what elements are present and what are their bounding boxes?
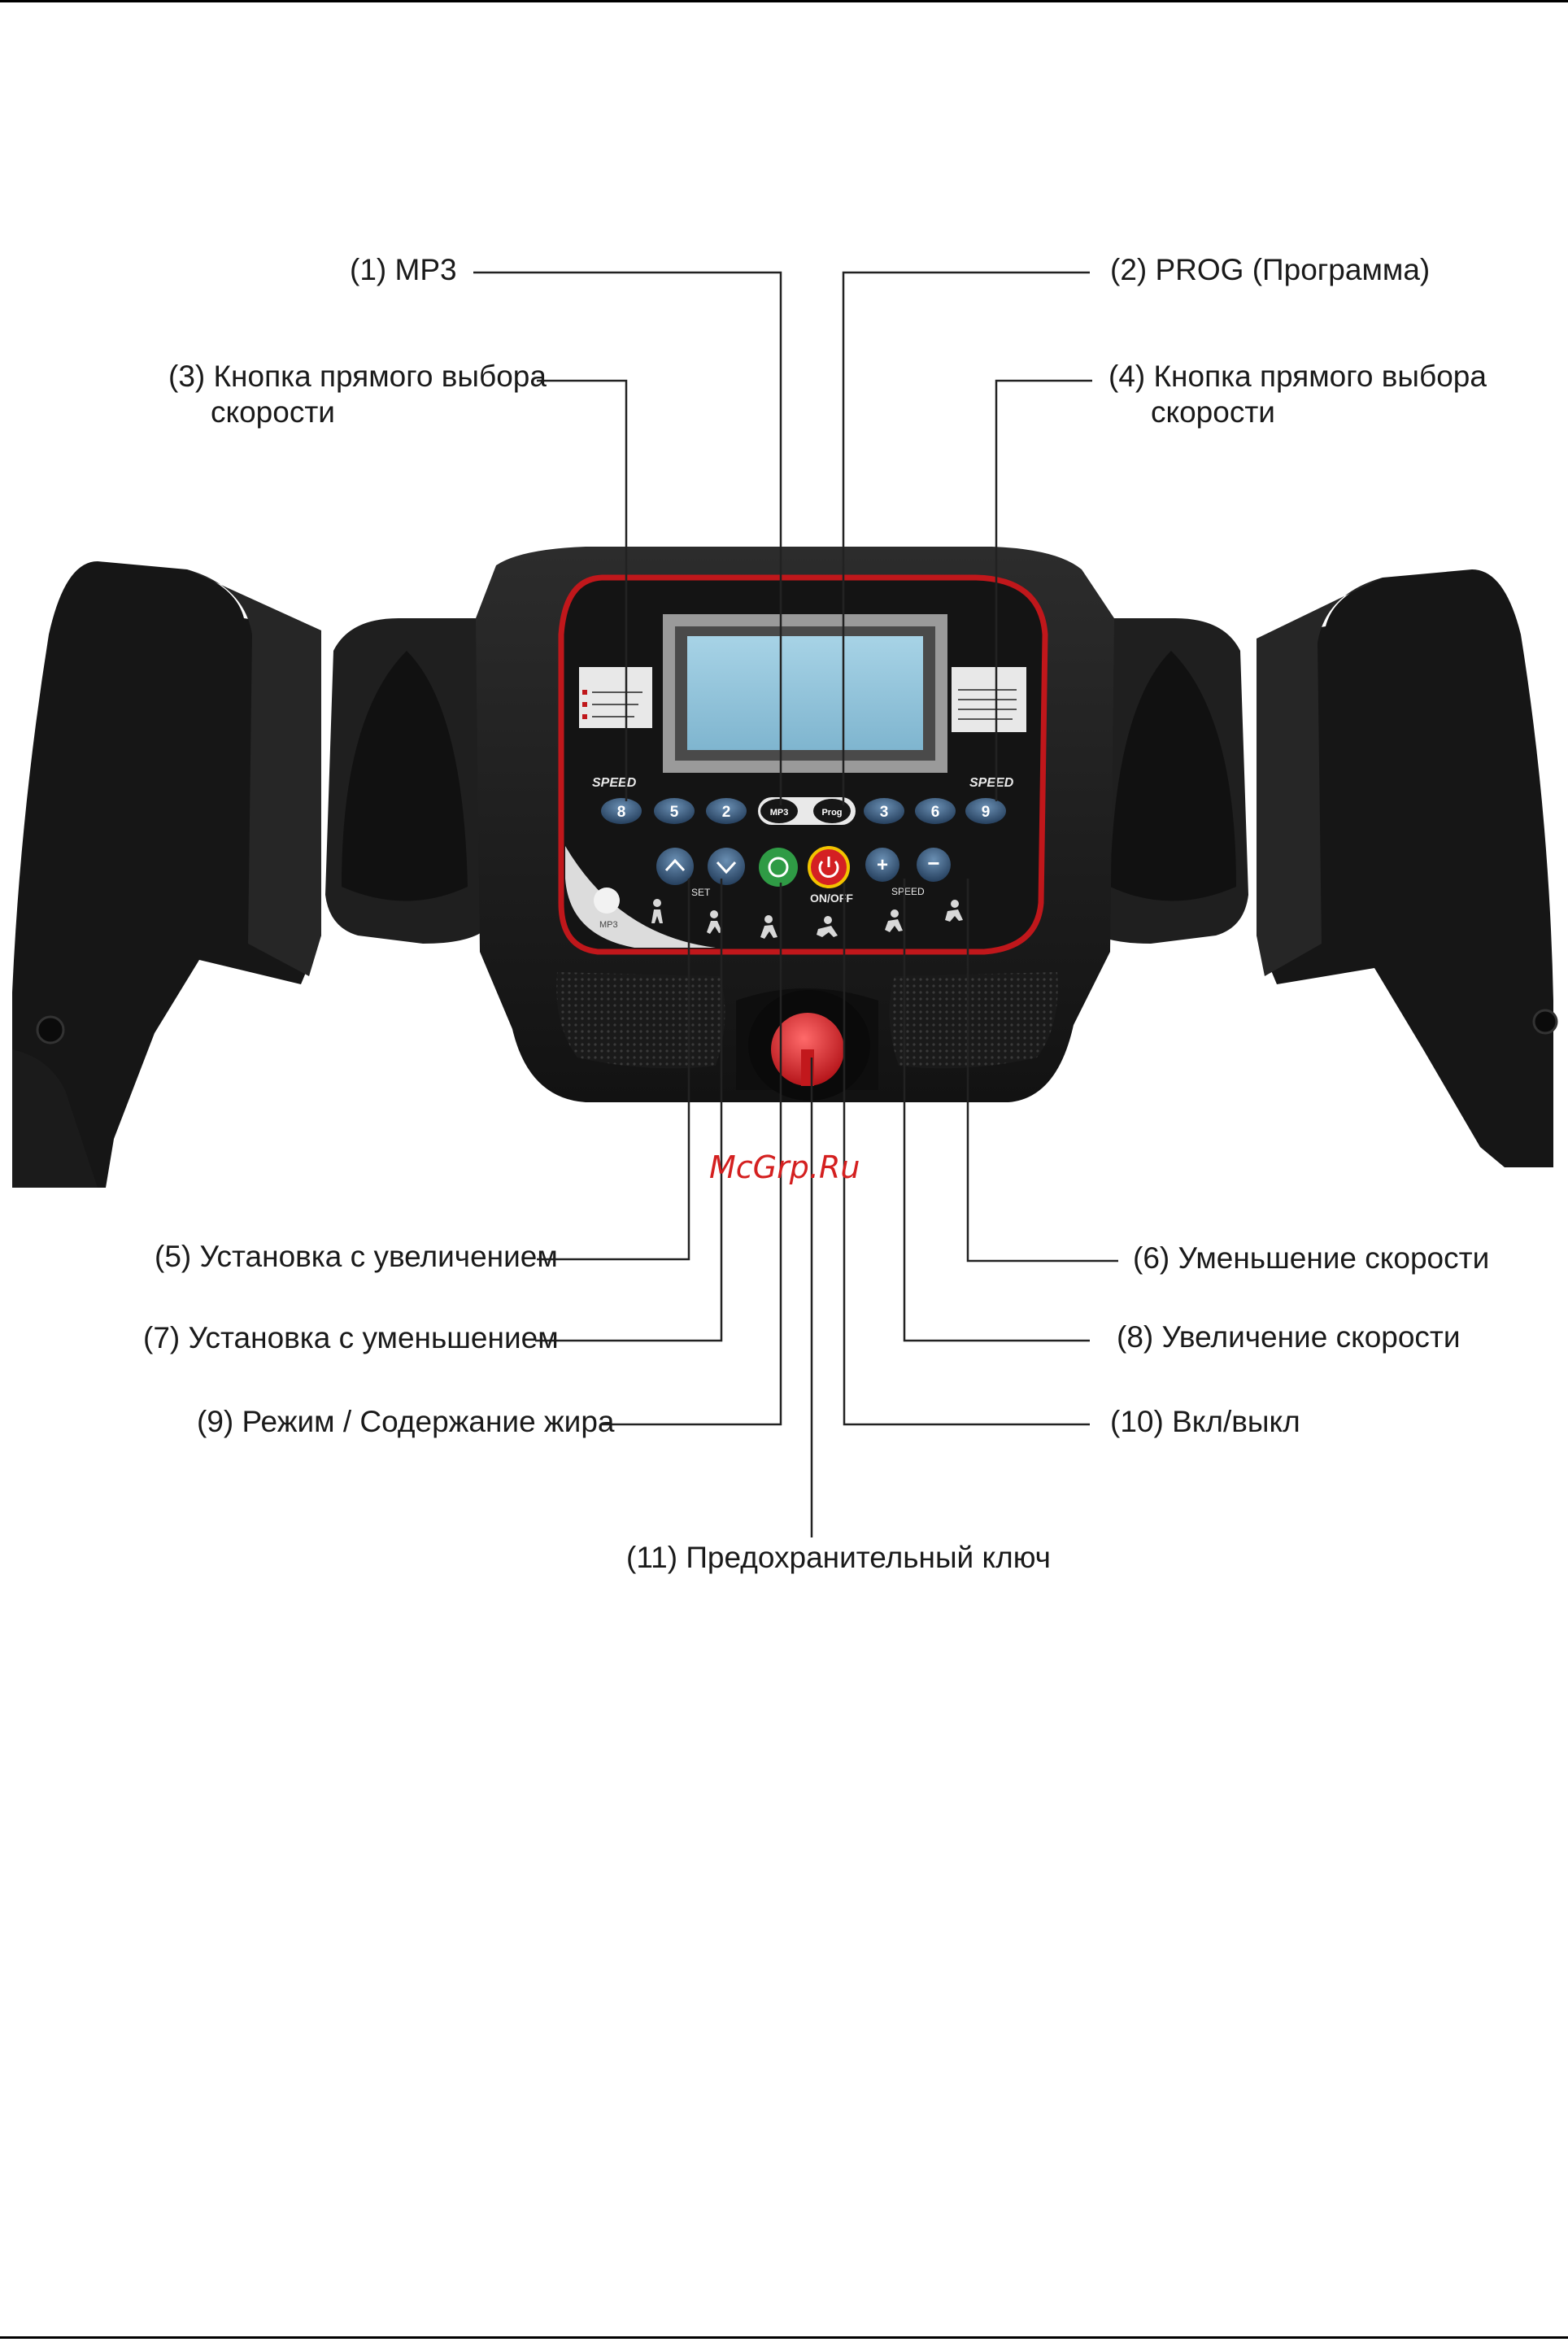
jogger-icon (710, 910, 718, 918)
sprinter-icon (824, 916, 832, 924)
mode-icon (768, 857, 789, 878)
quick-speed-keys-right[interactable]: 3 6 9 (864, 798, 1006, 824)
speed-minus-button[interactable] (917, 848, 951, 882)
leader-line-7 (535, 879, 723, 1342)
leader-line-8 (903, 879, 1090, 1342)
onoff-label: ON/OFF (810, 892, 853, 905)
mp3-prog-keys: MP3 Prog (758, 797, 856, 825)
power-icon (818, 860, 839, 878)
speed-label-left: SPEED (592, 776, 637, 790)
callout-3-line2: скорости (211, 395, 335, 430)
speed-small-label: SPEED (891, 886, 925, 897)
speed-key-3-label: 3 (880, 804, 889, 821)
quick-speed-keys-left[interactable]: 8 5 2 (601, 798, 747, 824)
plus-icon: + (877, 854, 888, 876)
right-handlebar (1081, 569, 1558, 1167)
callout-11-safety-key: (11) Предохранительный ключ (626, 1541, 1051, 1574)
chevron-down-icon (716, 861, 737, 874)
speed-key-3[interactable] (864, 798, 904, 824)
leader-line-1 (473, 271, 782, 805)
mp3-button-label: MP3 (770, 808, 789, 818)
prog-button[interactable] (813, 799, 851, 823)
speed-key-5[interactable] (654, 798, 695, 824)
leader-line-2 (842, 271, 1090, 805)
callout-10-on-off: (10) Вкл/выкл (1110, 1405, 1300, 1438)
watermark: McGrp.Ru (709, 1149, 860, 1185)
program-icons (651, 899, 963, 939)
speed-plus-button[interactable] (865, 848, 899, 882)
speed-key-6[interactable] (915, 798, 956, 824)
speed-key-8-label: 8 (617, 804, 626, 821)
mode-button[interactable] (759, 848, 798, 887)
leader-lines (473, 271, 1118, 1537)
callout-3-line1: (3) Кнопка прямого выбора (168, 360, 547, 393)
callout-1-mp3: (1) MP3 (350, 253, 457, 286)
speed-label-right: SPEED (969, 776, 1014, 790)
leader-line-5 (537, 879, 690, 1261)
callout-8-speed-increase: (8) Увеличение скорости (1117, 1320, 1461, 1354)
bottom-rule (0, 2336, 1568, 2339)
leader-line-6 (966, 879, 1118, 1263)
speed-key-9[interactable] (965, 798, 1006, 824)
callout-4-line1: (4) Кнопка прямого выбора (1108, 360, 1487, 393)
set-down-button[interactable] (708, 848, 745, 885)
callout-5-set-increase: (5) Установка с увеличением (155, 1240, 558, 1273)
callout-3-direct-speed-left: (3) Кнопка прямого выбора скорости (168, 359, 547, 431)
set-label: SET (691, 887, 711, 898)
climber-icon (951, 900, 959, 908)
function-buttons: + − (656, 846, 951, 888)
leader-line-9 (602, 883, 782, 1426)
leader-line-10 (843, 883, 1090, 1426)
leader-line-4 (995, 379, 1092, 801)
speed-key-5-label: 5 (670, 804, 679, 821)
speed-key-2[interactable] (706, 798, 747, 824)
mp3-port-label: MP3 (599, 920, 618, 930)
leader-line-3 (537, 379, 628, 801)
speed-key-2-label: 2 (722, 804, 731, 821)
callout-9-mode-body-fat: (9) Режим / Содержание жира (197, 1405, 615, 1438)
mp3-port[interactable] (594, 888, 620, 914)
lcd-display (687, 636, 923, 750)
callout-4-line2: скорости (1151, 395, 1275, 430)
runner-icon (764, 915, 773, 923)
speed-key-6-label: 6 (931, 804, 940, 821)
top-rule (0, 0, 1568, 2)
prog-button-label: Prog (821, 808, 842, 818)
speed-key-8[interactable] (601, 798, 642, 824)
left-handlebar (12, 561, 493, 1188)
minus-icon: − (927, 851, 939, 875)
walker-icon (653, 899, 661, 907)
callout-2-prog: (2) PROG (Программа) (1110, 253, 1431, 286)
hill-runner-icon (891, 909, 899, 918)
set-up-button[interactable] (656, 848, 694, 885)
speed-key-9-label: 9 (982, 804, 991, 821)
mp3-button[interactable] (760, 799, 798, 823)
callout-6-speed-decrease: (6) Уменьшение скорости (1133, 1241, 1490, 1275)
chevron-up-icon (664, 858, 686, 872)
callout-4-direct-speed-right: (4) Кнопка прямого выбора скорости (1108, 359, 1487, 431)
callout-7-set-decrease: (7) Установка с уменьшением (143, 1321, 559, 1354)
